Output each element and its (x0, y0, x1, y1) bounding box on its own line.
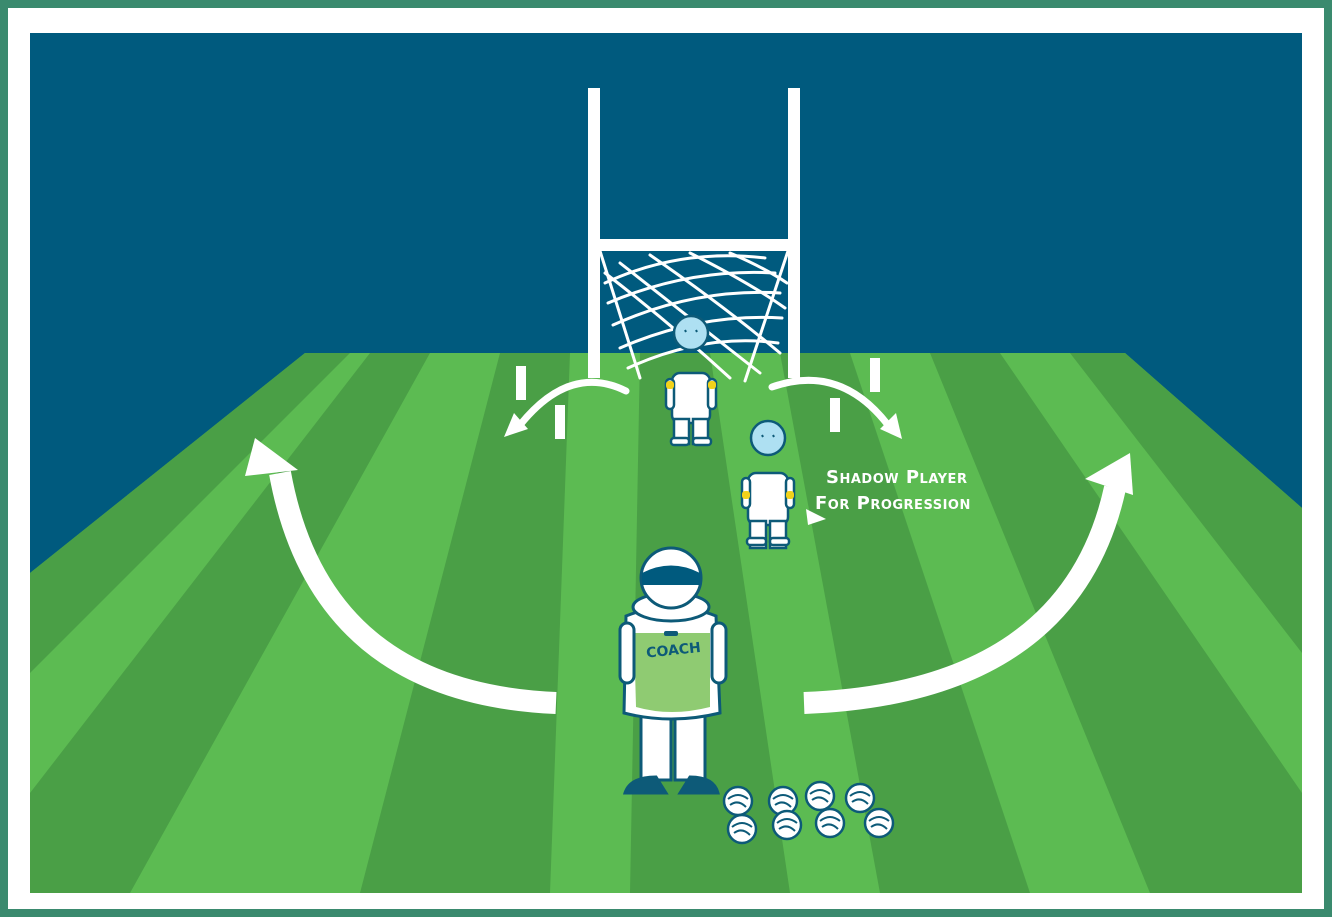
ball-icon (816, 809, 844, 837)
annotation-line-1: Shadow Player (826, 467, 967, 488)
ball-icon (806, 782, 834, 810)
ball-icon (846, 784, 874, 812)
drill-scene: Shadow Player For Progression (30, 33, 1302, 893)
ball-icon (724, 787, 752, 815)
ball-icon (728, 815, 756, 843)
ball-icon (865, 809, 893, 837)
drill-diagram: Shadow Player For Progression (30, 33, 1302, 893)
ball-icon (773, 811, 801, 839)
annotation-line-2: For Progression (815, 493, 971, 514)
diagram-card: Shadow Player For Progression (8, 8, 1324, 909)
